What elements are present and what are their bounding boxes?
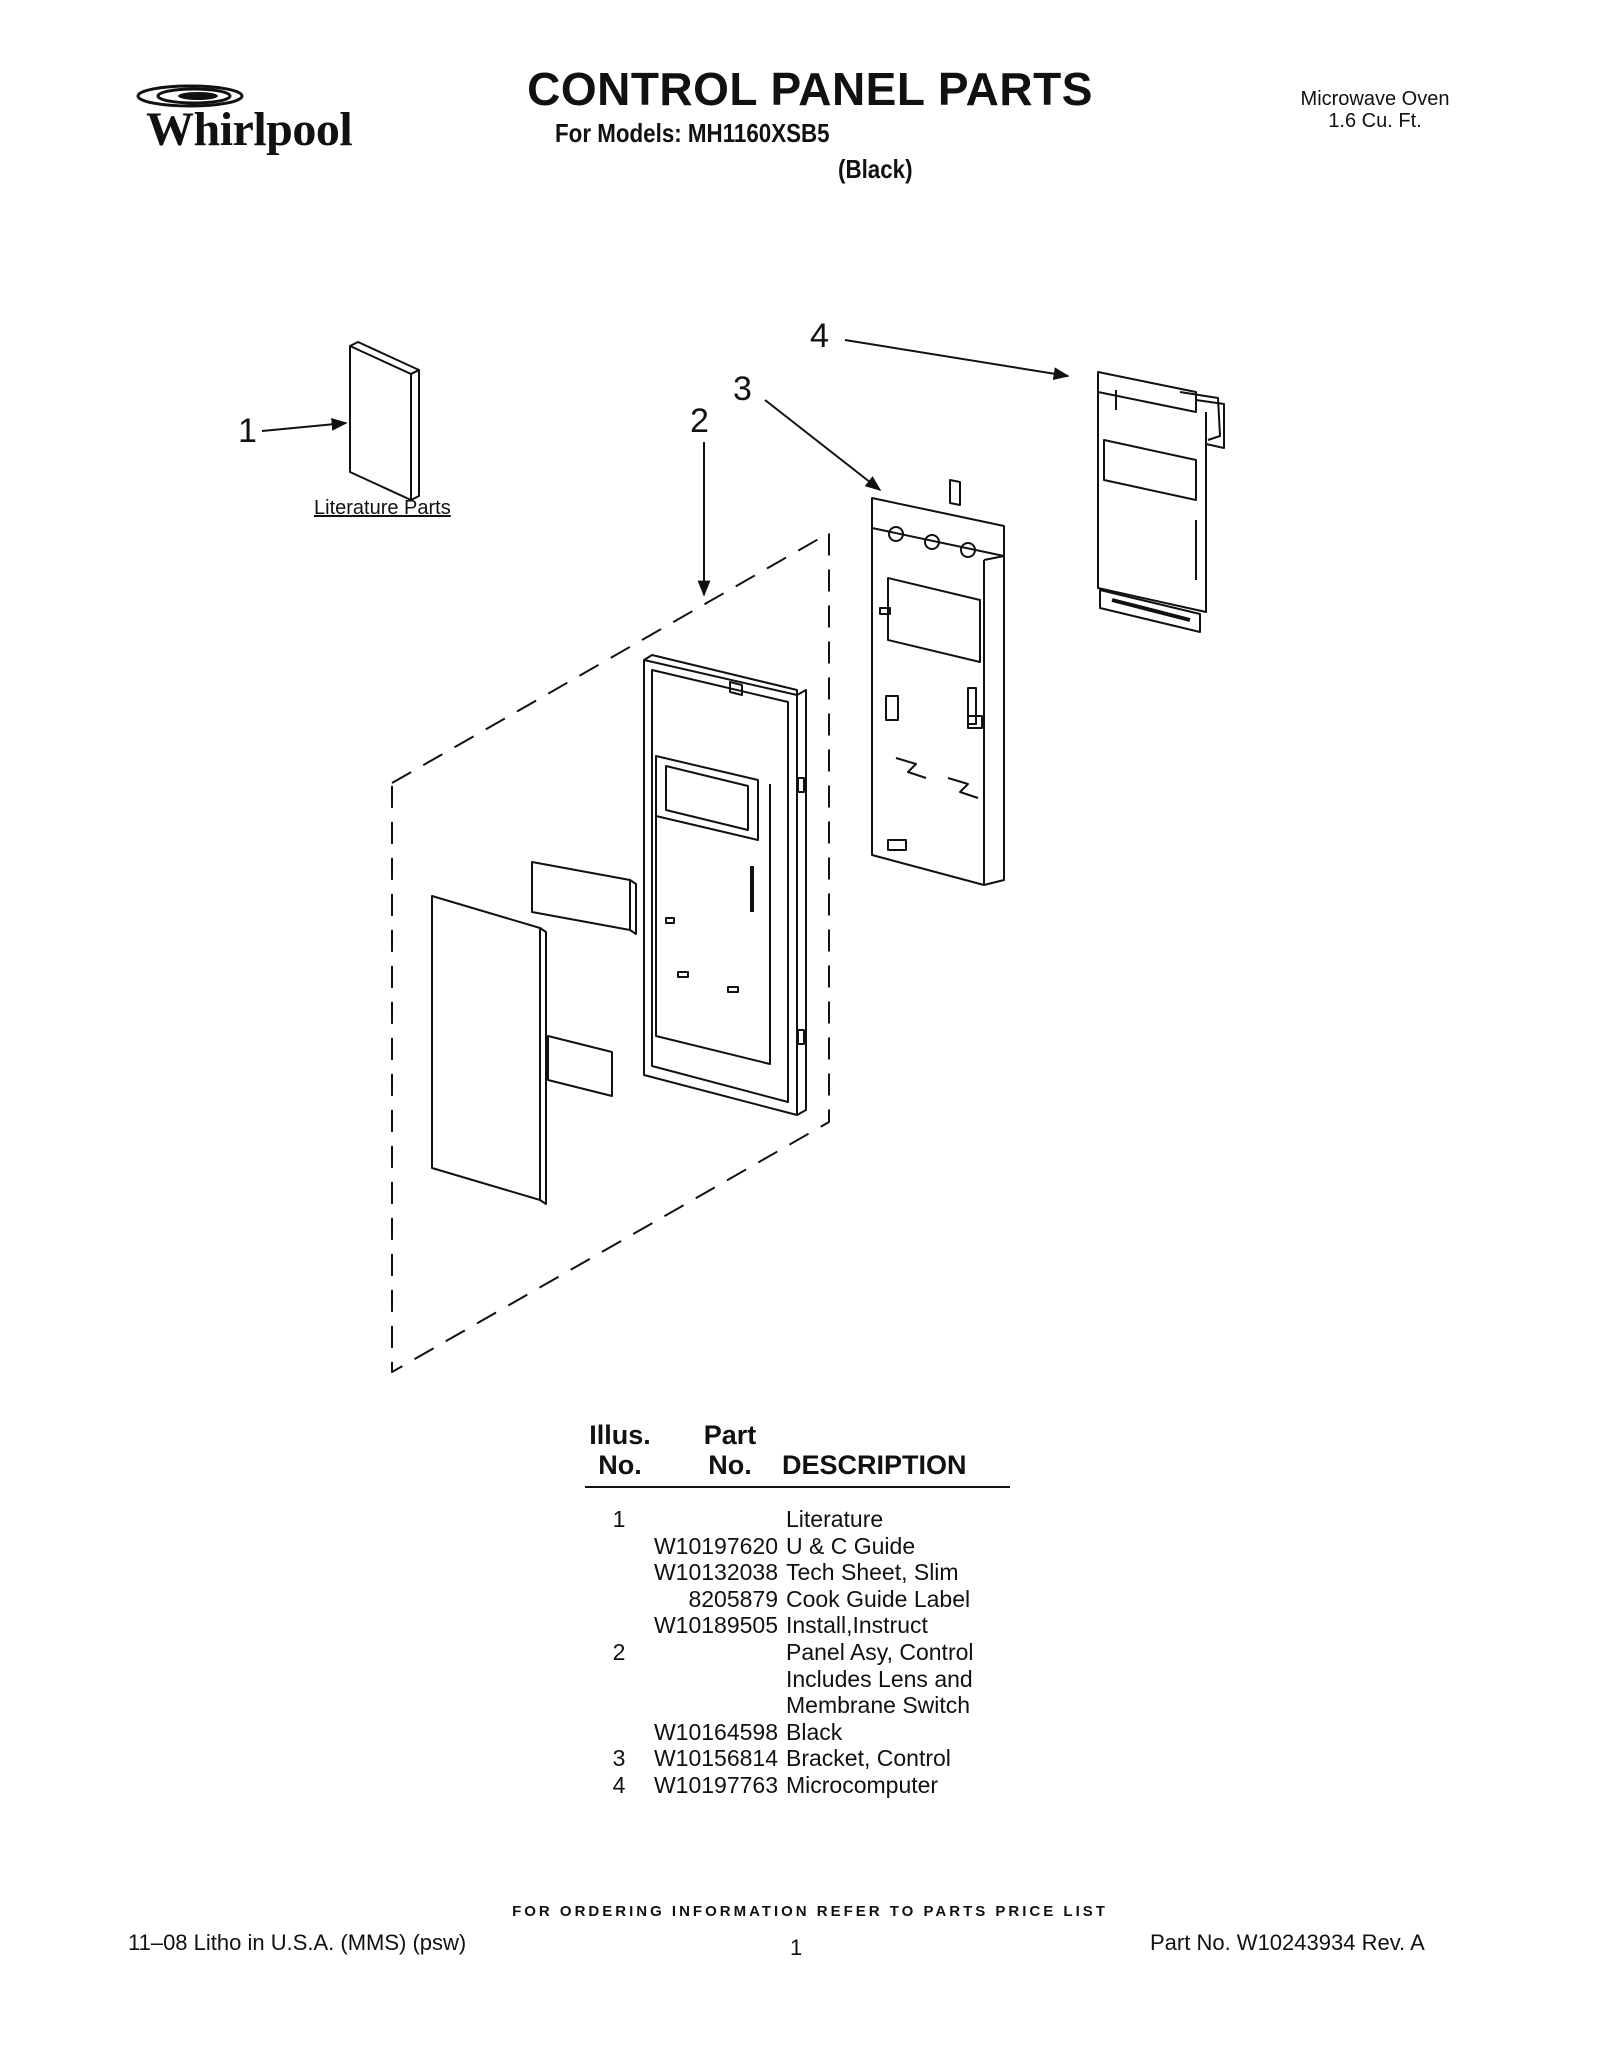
litho-info: 11–08 Litho in U.S.A. (MMS) (psw) — [128, 1930, 467, 1955]
header-illus-line1: Illus. — [589, 1420, 651, 1450]
color-note: (Black) — [838, 154, 913, 184]
swirl-icon — [136, 84, 244, 108]
literature-parts-label: Literature Parts — [314, 497, 451, 519]
description: Cook Guide Label — [786, 1585, 971, 1612]
table-row: W10132038 Tech Sheet, Slim — [585, 1559, 1025, 1586]
header-part-no: Part No. — [680, 1420, 780, 1480]
assembly-outline — [391, 532, 830, 1373]
table-row: 2 Panel Asy, Control — [585, 1639, 1025, 1666]
leader-arrow-4 — [844, 339, 1070, 381]
table-row: 3 W10156814 Bracket, Control — [585, 1745, 1025, 1772]
part-no: W10197620 — [653, 1532, 778, 1559]
description: Bracket, Control — [786, 1745, 951, 1772]
description: Membrane Switch — [786, 1692, 971, 1719]
illus-no: 4 — [612, 1772, 626, 1798]
description: Literature — [786, 1506, 884, 1532]
table-row: 4 W10197763 Microcomputer — [585, 1772, 1025, 1799]
table-row: W10197620 U & C Guide — [585, 1533, 1025, 1560]
table-row: 1 Literature — [585, 1506, 1025, 1533]
small-board — [547, 1035, 613, 1097]
part-no: W10132038 — [653, 1559, 778, 1586]
header-description: DESCRIPTION — [782, 1450, 967, 1480]
header-part-line1: Part — [703, 1420, 757, 1450]
brand-logo: Whirlpool — [128, 80, 378, 170]
control-bracket — [871, 479, 1005, 886]
table-row: Membrane Switch — [585, 1692, 1025, 1719]
description: U & C Guide — [786, 1532, 916, 1559]
part-no: W10189505 — [653, 1612, 778, 1639]
description: Includes Lens and — [786, 1665, 973, 1692]
leader-arrow-1 — [261, 417, 348, 432]
microcomputer-board — [1097, 371, 1225, 633]
table-row: 8205879 Cook Guide Label — [585, 1586, 1025, 1613]
description: Tech Sheet, Slim — [786, 1559, 959, 1586]
callout-4: 4 — [810, 317, 829, 355]
header-rule — [585, 1486, 1010, 1488]
page-title: CONTROL PANEL PARTS — [527, 63, 1093, 115]
part-no: W10164598 — [653, 1718, 778, 1745]
product-type: Microwave Oven — [1300, 88, 1450, 110]
description: Panel Asy, Control — [786, 1639, 974, 1665]
header-illus-line2: No. — [598, 1450, 642, 1480]
part-no: 8205879 — [688, 1585, 778, 1612]
part-no: W10197763 — [653, 1772, 778, 1798]
illus-no: 2 — [612, 1639, 626, 1665]
table-row: W10164598 Black — [585, 1719, 1025, 1746]
leader-arrow-3 — [764, 399, 882, 491]
control-panel — [643, 654, 807, 1116]
part-no: W10156814 — [653, 1745, 778, 1772]
product-capacity: 1.6 Cu. Ft. — [1328, 110, 1422, 132]
illus-no: 1 — [612, 1506, 626, 1532]
literature-booklet — [349, 341, 420, 501]
page-number: 1 — [790, 1935, 803, 1960]
header-illus-no: Illus. No. — [585, 1420, 655, 1480]
ordering-note: FOR ORDERING INFORMATION REFER TO PARTS … — [512, 1903, 1108, 1920]
description: Install,Instruct — [786, 1612, 928, 1639]
description: Black — [786, 1718, 843, 1745]
table-row: W10189505 Install,Instruct — [585, 1612, 1025, 1639]
models-line: For Models: MH1160XSB5 — [555, 118, 830, 148]
illus-no: 3 — [612, 1745, 626, 1772]
callout-3: 3 — [733, 370, 752, 408]
table-row: Includes Lens and — [585, 1666, 1025, 1693]
document-part-number: Part No. W10243934 Rev. A — [1150, 1930, 1425, 1955]
brand-name: Whirlpool — [146, 103, 353, 156]
callout-1: 1 — [238, 412, 257, 450]
display-lens — [531, 861, 637, 935]
membrane-switch — [431, 895, 547, 1205]
description: Microcomputer — [786, 1772, 939, 1798]
callout-2: 2 — [690, 402, 709, 440]
header-part-line2: No. — [708, 1450, 752, 1480]
product-info: Microwave Oven 1.6 Cu. Ft. — [1285, 88, 1465, 132]
